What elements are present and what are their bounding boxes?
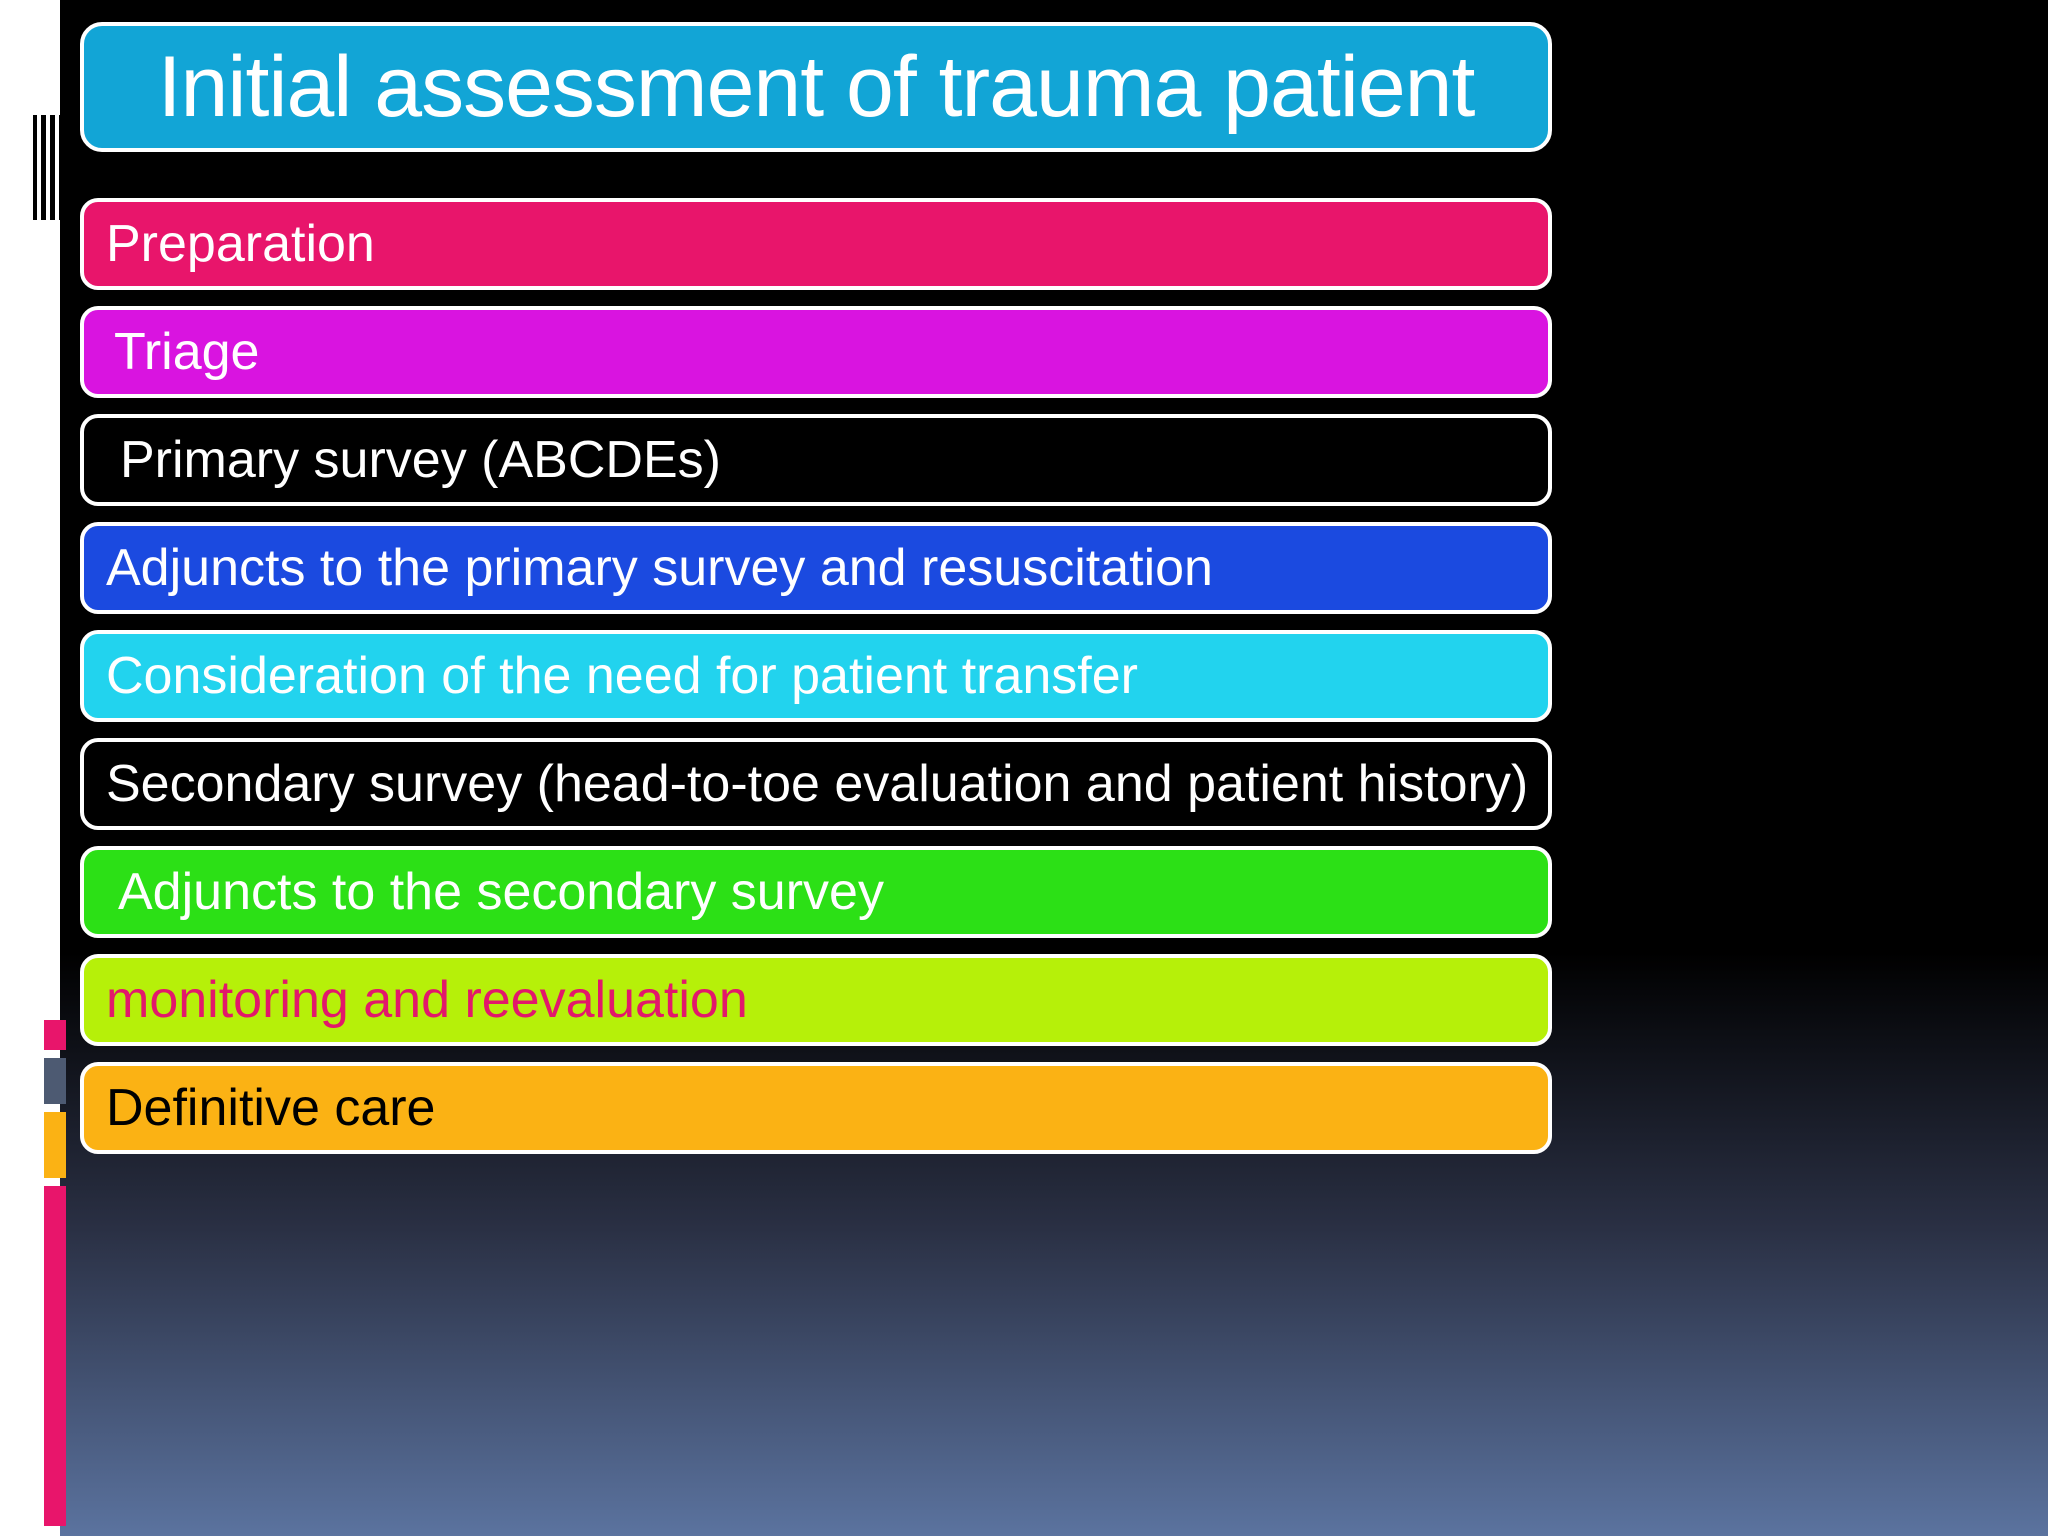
step-bar[interactable]: Adjuncts to the secondary survey bbox=[80, 846, 1552, 938]
decorative-tick-marks-icon bbox=[33, 115, 68, 220]
gutter-swatch bbox=[44, 1020, 66, 1050]
gutter-swatch bbox=[44, 1058, 66, 1104]
step-bar[interactable]: monitoring and reevaluation bbox=[80, 954, 1552, 1046]
step-bar-label: Secondary survey (head-to-toe evaluation… bbox=[106, 755, 1529, 813]
step-bar[interactable]: Primary survey (ABCDEs) bbox=[80, 414, 1552, 506]
step-bar[interactable]: Triage bbox=[80, 306, 1552, 398]
page-title: Initial assessment of trauma patient bbox=[157, 39, 1476, 135]
step-bar[interactable]: Preparation bbox=[80, 198, 1552, 290]
slide-title-bar: Initial assessment of trauma patient bbox=[80, 22, 1552, 152]
step-bar[interactable]: Adjuncts to the primary survey and resus… bbox=[80, 522, 1552, 614]
step-bar-label: Preparation bbox=[106, 215, 375, 273]
step-bar-label: Triage bbox=[114, 323, 260, 381]
step-bar-label: monitoring and reevaluation bbox=[106, 971, 748, 1029]
step-bar[interactable]: Secondary survey (head-to-toe evaluation… bbox=[80, 738, 1552, 830]
step-bar-label: Primary survey (ABCDEs) bbox=[120, 431, 721, 489]
gutter-swatch bbox=[44, 1186, 66, 1526]
step-bar-label: Adjuncts to the secondary survey bbox=[118, 863, 884, 921]
step-bar[interactable]: Consideration of the need for patient tr… bbox=[80, 630, 1552, 722]
step-bar-label: Adjuncts to the primary survey and resus… bbox=[106, 539, 1213, 597]
step-bar[interactable]: Definitive care bbox=[80, 1062, 1552, 1154]
step-bar-label: Definitive care bbox=[106, 1079, 436, 1137]
step-list: Initial assessment of trauma patient Pre… bbox=[80, 0, 2048, 1536]
gutter-swatch bbox=[44, 1112, 66, 1178]
step-bar-label: Consideration of the need for patient tr… bbox=[106, 647, 1138, 705]
